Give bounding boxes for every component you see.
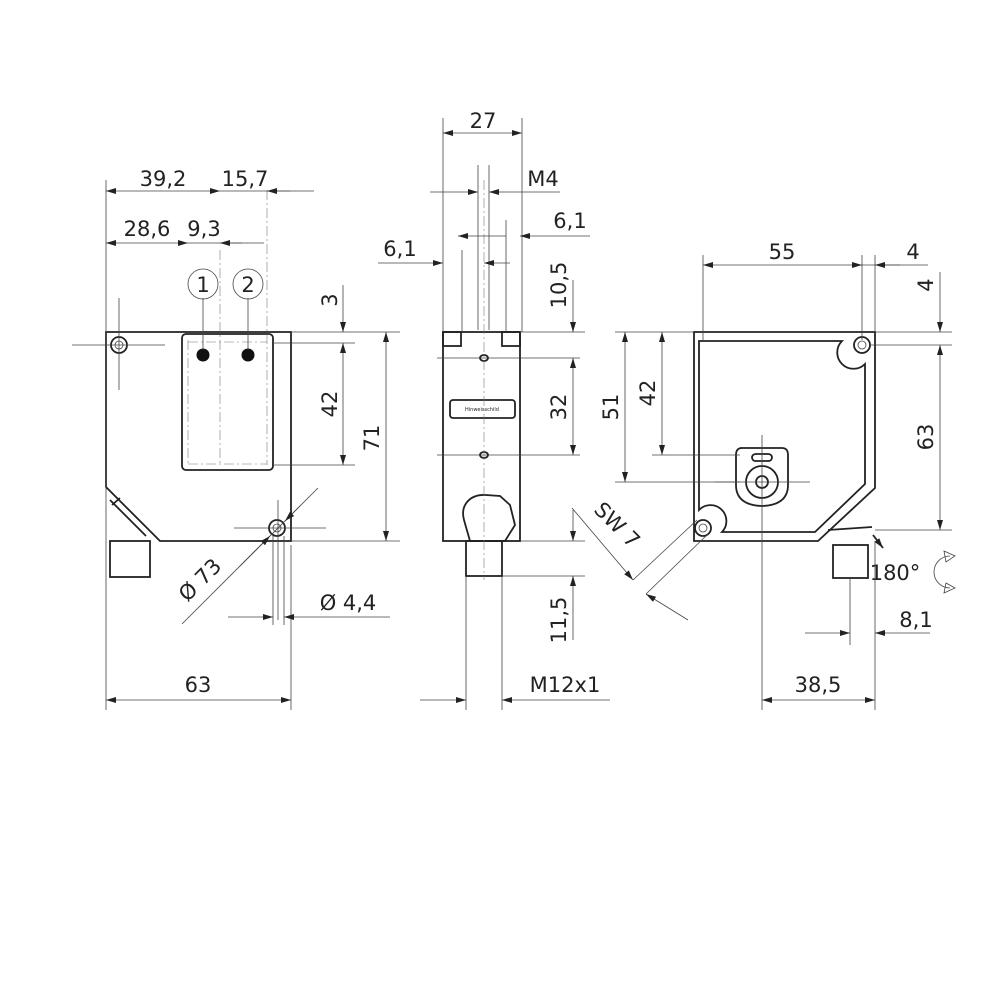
dim-8-1: 8,1 (899, 608, 932, 632)
rear-view: 55 4 4 63 51 42 SW 7 180° 8,1 38,5 (571, 240, 956, 710)
dim-27: 27 (470, 109, 497, 133)
dim-m4: M4 (527, 167, 558, 191)
dim-3: 3 (318, 293, 342, 306)
dim-9-3: 9,3 (187, 217, 220, 241)
emitter-dot (196, 348, 210, 362)
dim-dia-4-4: Ø 4,4 (320, 591, 377, 615)
dim-28-6: 28,6 (124, 217, 171, 241)
label-plate-text: Hinweisschild (465, 407, 499, 413)
dim-m12x1: M12x1 (530, 673, 601, 697)
dim-51: 51 (599, 394, 623, 421)
dim-4-vertical: 4 (914, 278, 938, 291)
side-view: Hinweisschild 27 M4 6,1 6,1 10,5 32 11,5… (378, 109, 610, 710)
dim-4-horizontal: 4 (906, 240, 919, 264)
front-view: 1 2 39,2 15,7 28,6 9,3 3 42 71 Ø 73 Ø 4,… (72, 167, 400, 710)
callout-1 (187, 268, 219, 300)
rotation-label: 180° (870, 561, 921, 585)
callout-1-label: 1 (196, 273, 209, 297)
receiver-dot (241, 348, 255, 362)
dim-6-1-right: 6,1 (553, 209, 586, 233)
dim-32: 32 (547, 394, 571, 421)
dim-10-5: 10,5 (547, 262, 571, 309)
callout-2 (232, 268, 264, 300)
dim-6-1-left: 6,1 (383, 237, 416, 261)
side-housing (442, 331, 521, 542)
front-housing (105, 331, 292, 542)
rear-housing (693, 331, 876, 542)
angled-connector (462, 494, 516, 542)
callout-2-label: 2 (241, 273, 254, 297)
dim-sw-7: SW 7 (589, 497, 644, 552)
dim-42-rear: 42 (636, 380, 660, 407)
rotate-icon (933, 555, 951, 589)
dim-63: 63 (185, 673, 212, 697)
connector (109, 540, 151, 578)
dim-11-5: 11,5 (547, 597, 571, 644)
rear-connector (832, 544, 869, 579)
dim-42: 42 (318, 391, 342, 418)
optics-window (181, 333, 274, 471)
dim-55: 55 (769, 240, 796, 264)
mount-hole-icon (694, 519, 712, 537)
dim-71: 71 (360, 425, 384, 452)
dim-38-5: 38,5 (795, 673, 842, 697)
dim-dia-73: Ø 73 (174, 554, 226, 606)
dim-15-7: 15,7 (222, 167, 269, 191)
dim-39-2: 39,2 (140, 167, 187, 191)
label-plate (449, 399, 516, 419)
dim-63-rear: 63 (914, 424, 938, 451)
